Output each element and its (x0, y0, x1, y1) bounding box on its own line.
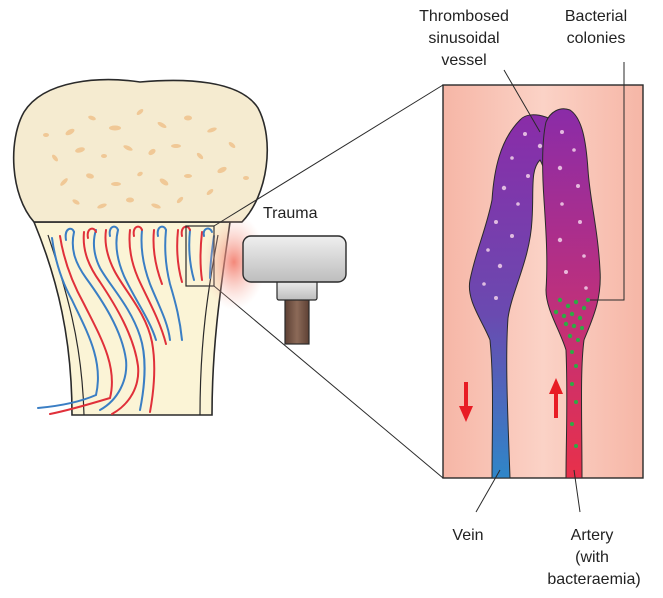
vein-label: Vein (452, 527, 483, 544)
bacterial-colonies-label: Bacterial colonies (565, 8, 627, 47)
zoom-line-bottom (214, 286, 443, 478)
thrombosed-label-line-2: sinusoidal (428, 30, 499, 47)
impactor-neck (277, 280, 317, 300)
artery-label-line-2: (with (575, 549, 609, 566)
impactor-head (243, 236, 346, 282)
artery-label-line-3: bacteraemia) (547, 571, 640, 588)
thrombosed-label-line-3: vessel (441, 52, 486, 69)
artery-label: Artery (with bacteraemia) (547, 527, 640, 588)
bacterial-label-line-1: Bacterial (565, 8, 627, 25)
thrombosed-vessel-label: Thrombosed sinusoidal vessel (419, 8, 509, 69)
bacterial-label-line-2: colonies (567, 30, 626, 47)
impactor-handle (285, 298, 309, 344)
trauma-label: Trauma (263, 205, 318, 222)
magnified-inset (443, 85, 643, 478)
thrombosed-label-line-1: Thrombosed (419, 8, 509, 25)
artery-label-line-1: Artery (571, 527, 614, 544)
bone-epiphysis (14, 80, 268, 222)
